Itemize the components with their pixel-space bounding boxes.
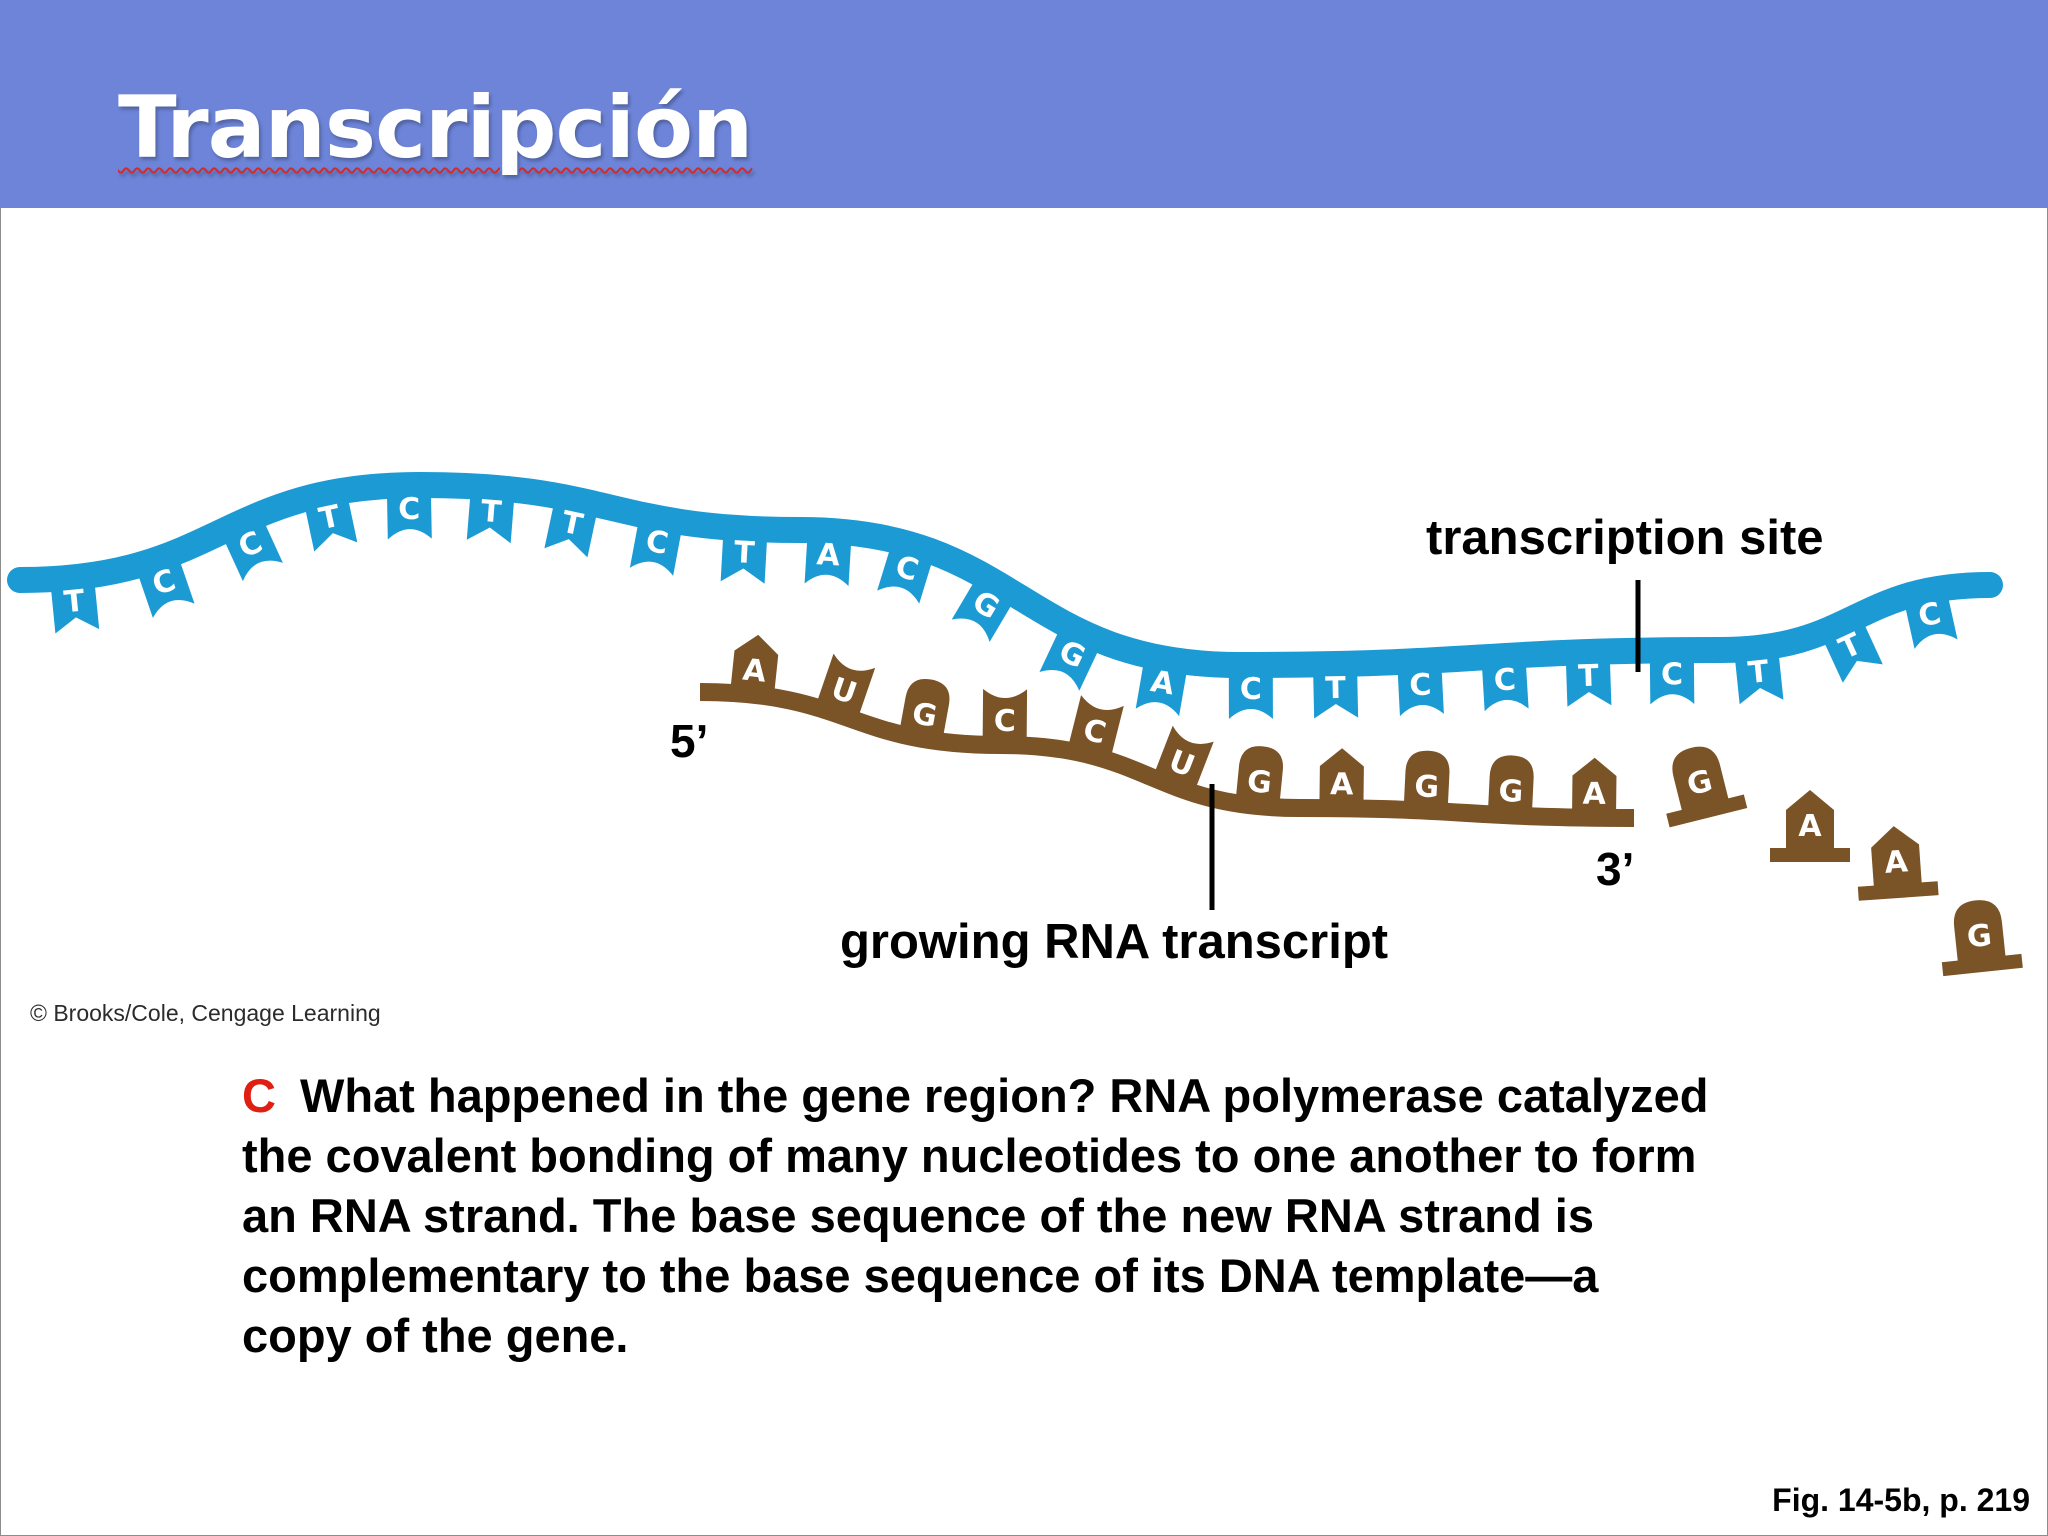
dna-base: C <box>1649 650 1695 705</box>
dna-base: A <box>804 529 852 587</box>
rna-base-letter: A <box>1582 777 1606 812</box>
dna-base-letter: T <box>1747 654 1771 691</box>
dna-base: T <box>1734 645 1784 705</box>
dna-base-letter: T <box>1578 659 1600 695</box>
free-nucleotide: A <box>1770 790 1850 862</box>
rna-base: G <box>898 678 950 743</box>
dna-base: T <box>1820 615 1883 683</box>
rna-base: C <box>1067 695 1124 761</box>
figure-reference: Fig. 14-5b, p. 219 <box>1772 1482 2030 1518</box>
dna-base: G <box>951 573 1018 642</box>
dna-base-letter: C <box>1409 667 1433 703</box>
rna-base-letter: G <box>1414 769 1440 805</box>
dna-base-letter: C <box>1240 672 1262 707</box>
rna-base-letter: C <box>994 704 1016 739</box>
rna-base: A <box>730 634 779 697</box>
dna-base-letter: T <box>63 583 87 620</box>
free-nucleotide: G <box>1941 900 2023 977</box>
dna-base: T <box>544 495 599 558</box>
dna-base: C <box>220 513 283 582</box>
dna-base: T <box>1565 651 1612 707</box>
rna-base-letter: A <box>1330 767 1354 802</box>
dna-base: C <box>1902 586 1958 649</box>
copyright-text: © Brooks/Cole, Cengage Learning <box>30 1000 381 1026</box>
dna-base-letter: C <box>1493 662 1517 698</box>
dna-base: C <box>1228 664 1273 720</box>
dna-base-letter: T <box>479 494 503 531</box>
rna-base-letter: A <box>741 653 769 690</box>
transcription-site-label: transcription site <box>1426 511 1824 565</box>
free-nucleotides: G A A G <box>1666 746 2023 977</box>
dna-base: C <box>386 484 432 540</box>
caption-text: What happened in the gene region? RNA po… <box>242 1069 1709 1362</box>
dna-base: T <box>1313 663 1359 719</box>
five-prime-label: 5’ <box>670 715 709 767</box>
dna-base-letter: C <box>398 492 421 527</box>
free-nucleotide: A <box>1857 826 1939 901</box>
rna-base-letter: G <box>1246 764 1274 801</box>
growing-rna-label: growing RNA transcript <box>840 915 1389 969</box>
free-nucleotide-letter: A <box>1883 844 1909 881</box>
rna-base: G <box>1403 750 1450 812</box>
dna-base: C <box>629 514 684 576</box>
dna-base-letter: T <box>733 535 756 571</box>
dna-base: A <box>1135 655 1189 717</box>
rna-base-letter: G <box>1498 774 1524 810</box>
rna-base: C <box>982 688 1028 746</box>
free-nucleotide-letter: A <box>1798 809 1822 844</box>
caption-letter: C <box>242 1069 276 1122</box>
dna-base: C <box>1397 659 1444 717</box>
three-prime-label: 3’ <box>1596 843 1635 895</box>
rna-base: U <box>815 653 876 721</box>
rna-base: G <box>1235 746 1283 809</box>
dna-base: T <box>466 485 515 544</box>
dna-base-letter: C <box>1661 657 1683 692</box>
dna-base: T <box>720 527 768 584</box>
rna-base: G <box>1487 755 1534 817</box>
dna-base: C <box>135 552 195 618</box>
dna-base: T <box>303 489 358 552</box>
rna-base: A <box>1572 757 1617 819</box>
dna-base-letter: A <box>816 537 842 573</box>
free-nucleotide-letter: G <box>1965 918 1993 955</box>
rna-base: A <box>1319 748 1364 809</box>
free-nucleotide: G <box>1666 746 1748 828</box>
rna-backbone <box>699 683 1635 827</box>
slide-header: Transcripción <box>0 0 2048 208</box>
dna-base: T <box>50 575 100 634</box>
dna-base: C <box>877 539 936 604</box>
dna-base: G <box>1039 623 1103 691</box>
dna-base: C <box>1481 654 1529 712</box>
dna-base-letter: T <box>1325 671 1347 706</box>
slide-title: Transcripción <box>118 78 753 178</box>
rna-base: U <box>1152 725 1214 794</box>
